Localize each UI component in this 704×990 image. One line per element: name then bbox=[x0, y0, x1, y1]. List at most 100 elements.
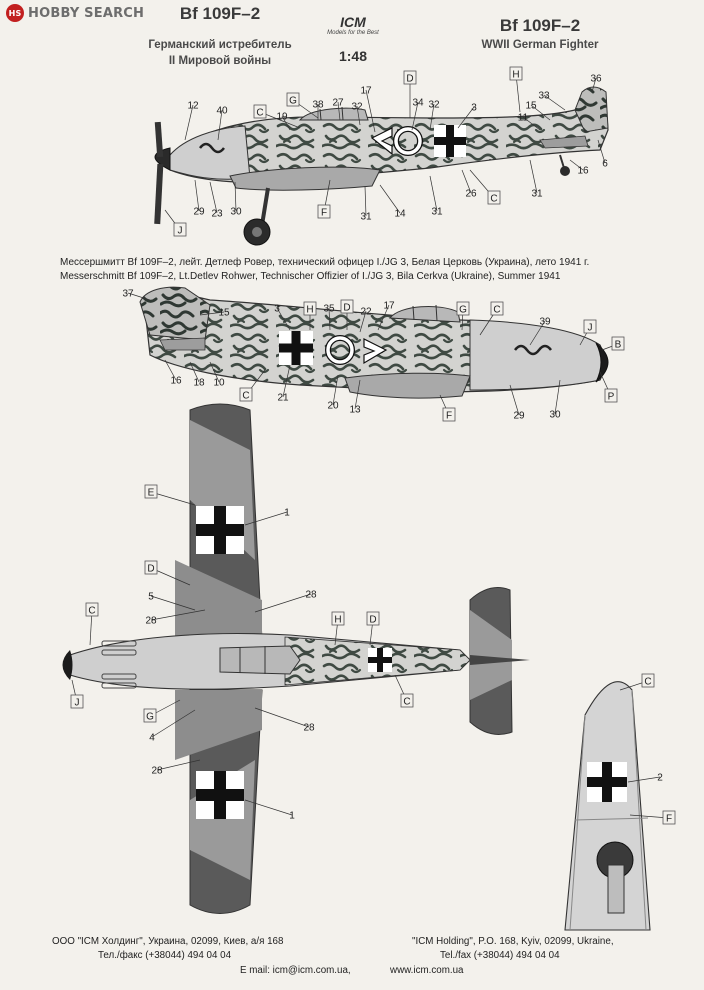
top-callout-g: G bbox=[143, 699, 181, 723]
top-view bbox=[62, 403, 530, 914]
right-side-label-n20: 20 bbox=[327, 401, 339, 412]
right-side-callout-n39: 39 bbox=[529, 317, 551, 346]
top-label-n28c: 28 bbox=[303, 723, 315, 734]
top-callout-e: E bbox=[144, 484, 196, 506]
subtitle-ru-line1: Германский истребитель bbox=[148, 39, 292, 51]
left-side-callout-n31b: 31 bbox=[429, 175, 443, 218]
left-side-label-n34: 34 bbox=[412, 98, 424, 109]
left-side-callout-c2: C bbox=[469, 169, 501, 205]
subtitle-en: WWII German Fighter bbox=[481, 39, 599, 51]
right-side-label-p: P bbox=[608, 392, 615, 403]
left-side-label-c: C bbox=[256, 108, 263, 119]
right-side-label-n35: 35 bbox=[323, 304, 335, 315]
left-side-label-h: H bbox=[512, 70, 519, 81]
wing-under-label-f: F bbox=[666, 814, 672, 825]
wing-under-callout-c: C bbox=[619, 673, 655, 691]
top-label-j: J bbox=[75, 698, 80, 709]
left-side-callout-n30: 30 bbox=[230, 181, 242, 218]
brand-logo: ICM Models for the Best bbox=[318, 14, 388, 36]
left-side-callout-n11: 11 bbox=[518, 113, 541, 131]
left-side-callout-n15: 15 bbox=[525, 101, 551, 121]
wing-under-label-n2: 2 bbox=[657, 773, 663, 784]
left-side-callout-n40: 40 bbox=[216, 106, 228, 141]
right-side-label-b: B bbox=[615, 340, 622, 351]
left-side-callout-n17: 17 bbox=[360, 86, 376, 133]
right-side-label-n22: 22 bbox=[360, 307, 372, 318]
top-callout-n1b: 1 bbox=[244, 799, 295, 822]
left-side-callout-n32b: 32 bbox=[428, 100, 440, 131]
right-side-label-n16: 16 bbox=[170, 376, 182, 387]
top-label-n28d: 28 bbox=[151, 766, 163, 777]
footer-email: E mail: icm@icm.com.ua, bbox=[240, 965, 351, 976]
left-side-callout-n32a: 32 bbox=[351, 102, 363, 126]
left-side-callout-n33: 33 bbox=[538, 91, 566, 111]
right-side-label-n30: 30 bbox=[549, 410, 561, 421]
footer-address-en: "ICM Holding", P.O. 168, Kyiv, 02099, Uk… bbox=[412, 936, 614, 947]
right-side-label-n3: 3 bbox=[274, 304, 280, 315]
right-side-label-n29: 29 bbox=[513, 411, 525, 422]
right-side-label-n21: 21 bbox=[277, 393, 289, 404]
left-side-callout-n3: 3 bbox=[457, 103, 477, 129]
right-side-callout-f: F bbox=[439, 394, 456, 422]
right-side-callout-c: C bbox=[479, 301, 504, 336]
wing-under-callout-n2: 2 bbox=[627, 773, 663, 784]
left-side-callout-n34: 34 bbox=[411, 98, 424, 131]
left-side-callout-n38: 38 bbox=[312, 100, 324, 120]
caption-en: Messerschmitt Bf 109F–2, Lt.Detlev Rohwe… bbox=[60, 271, 561, 282]
right-side-callout-n20: 20 bbox=[327, 374, 339, 412]
left-side-label-f: F bbox=[321, 208, 327, 219]
top-callout-d2: D bbox=[366, 611, 380, 646]
left-side-label-n30: 30 bbox=[230, 207, 242, 218]
left-side-label-n14: 14 bbox=[394, 209, 406, 220]
left-side-label-n38: 38 bbox=[312, 100, 324, 111]
top-label-n4: 4 bbox=[149, 733, 155, 744]
right-side-callout-n13: 13 bbox=[349, 379, 361, 416]
left-side-label-n32b: 32 bbox=[428, 100, 440, 111]
right-side-callout-n22: 22 bbox=[359, 307, 372, 333]
footer-phone-ru: Тел./факс (+38044) 494 04 04 bbox=[98, 950, 232, 961]
top-callout-j: J bbox=[70, 679, 84, 709]
left-side-label-n26: 26 bbox=[465, 189, 477, 200]
left-side-label-n19: 19 bbox=[276, 112, 288, 123]
left-side-callout-d: D bbox=[403, 70, 417, 118]
top-label-n28a: 28 bbox=[145, 616, 157, 627]
left-side-callout-n19: 19 bbox=[276, 112, 291, 131]
left-side-label-n11: 11 bbox=[518, 113, 529, 124]
top-label-n1b: 1 bbox=[289, 811, 295, 822]
right-side-callout-g: G bbox=[456, 301, 470, 331]
left-side-callout-j: J bbox=[164, 209, 187, 237]
left-side-callout-n16: 16 bbox=[569, 159, 589, 177]
top-callout-d: D bbox=[144, 560, 191, 586]
right-side-label-c2: C bbox=[242, 391, 249, 402]
left-side-label-n31a: 31 bbox=[360, 212, 372, 223]
model-title-ru: Bf 109F–2 bbox=[179, 4, 261, 23]
right-side-label-n10: 10 bbox=[213, 378, 225, 389]
right-side-label-n13: 13 bbox=[349, 405, 361, 416]
footer-phone-en: Tel./fax (+38044) 494 04 04 bbox=[440, 950, 560, 961]
left-side-label-n31b: 31 bbox=[431, 207, 443, 218]
right-side-callout-n15: 15 bbox=[199, 308, 230, 319]
left-side-callout-n36: 36 bbox=[590, 74, 602, 93]
left-side-label-n29: 29 bbox=[193, 207, 205, 218]
scale-label: 1:48 bbox=[338, 48, 368, 64]
right-side-label-n18: 18 bbox=[193, 378, 205, 389]
watermark-logo: HS bbox=[6, 4, 24, 22]
left-side-label-n31c: 31 bbox=[531, 189, 543, 200]
subtitle-ru-line2: II Мировой войны bbox=[168, 55, 272, 67]
right-side-callout-n35: 35 bbox=[323, 304, 335, 331]
right-side-callout-b: B bbox=[601, 336, 625, 351]
left-side-callout-n14: 14 bbox=[379, 184, 406, 220]
left-side-label-n23: 23 bbox=[211, 209, 223, 220]
left-side-callout-n26: 26 bbox=[461, 169, 477, 200]
left-side-label-d: D bbox=[406, 74, 413, 85]
right-side-callout-c2: C bbox=[239, 369, 266, 402]
footer-website: www.icm.com.ua bbox=[390, 965, 464, 976]
top-label-d: D bbox=[147, 564, 154, 575]
top-callout-n28a: 28 bbox=[145, 609, 206, 627]
top-label-c: C bbox=[88, 606, 95, 617]
caption-ru: Мессершмитт Bf 109F–2, лейт. Детлеф Рове… bbox=[60, 257, 590, 268]
top-label-e: E bbox=[148, 488, 155, 499]
top-label-n5: 5 bbox=[148, 592, 154, 603]
